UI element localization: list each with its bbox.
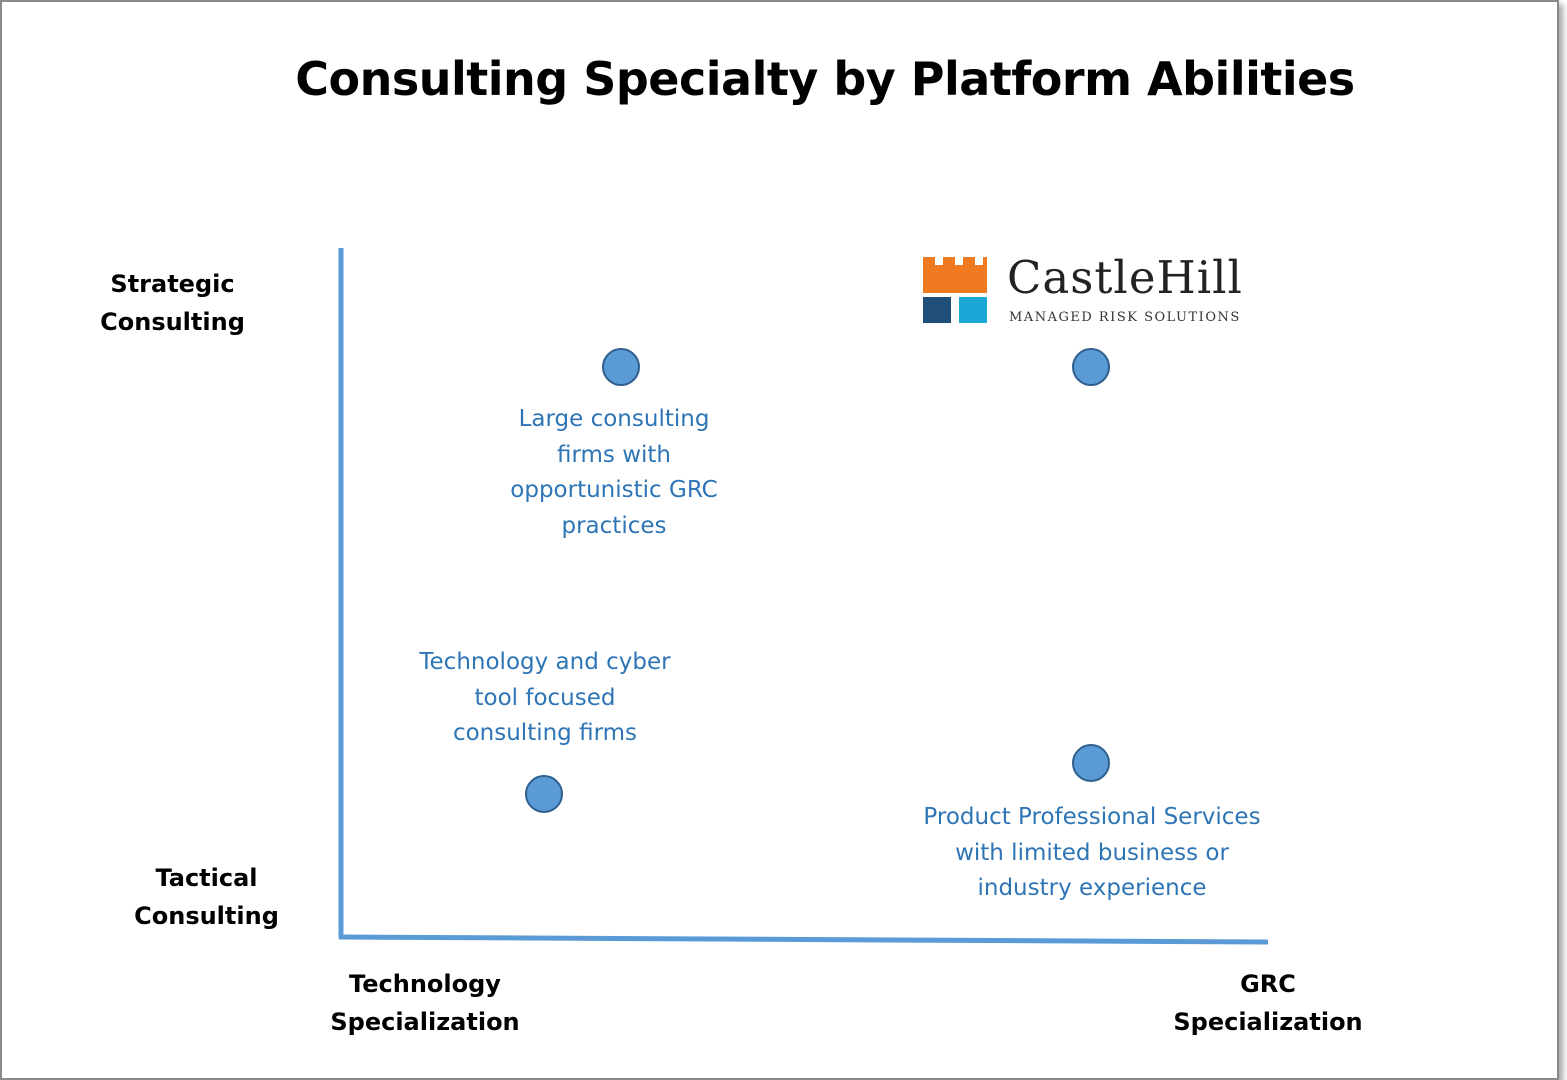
y-axis-top-label-line2: Consulting xyxy=(100,308,245,336)
x-axis-left-label: Technology Specialization xyxy=(325,965,525,1041)
top-left-dot xyxy=(602,348,640,386)
bottom-left-text-line: Technology and cyber xyxy=(419,649,671,675)
y-axis-bottom-label-line1: Tactical xyxy=(155,864,258,892)
top-left-text-line: practices xyxy=(561,512,667,539)
top-left-quadrant-text: Large consulting firms with opportunisti… xyxy=(464,402,764,544)
y-axis-top-label: Strategic Consulting xyxy=(100,265,245,341)
top-left-text-line: opportunistic GRC xyxy=(510,477,718,503)
bottom-left-dot xyxy=(525,775,563,813)
bottom-right-text-line: with limited business or xyxy=(955,839,1229,866)
top-left-text-line: firms with xyxy=(556,441,672,468)
bottom-right-text-line: industry experience xyxy=(977,875,1207,901)
bottom-right-quadrant-text: Product Professional Services with limit… xyxy=(892,800,1292,907)
x-axis-right-label-line2: Specialization xyxy=(1173,1008,1363,1036)
castlehill-logo: CastleHill MANAGED RISK SOLUTIONS xyxy=(921,251,1261,330)
bottom-left-quadrant-text: Technology and cyber tool focused consul… xyxy=(395,645,695,752)
bottom-left-text-line: tool focused xyxy=(474,684,616,711)
bottom-left-text-line: consulting firms xyxy=(452,720,638,746)
logo-name: CastleHill xyxy=(1007,251,1243,304)
x-axis-right-label-line1: GRC xyxy=(1240,970,1296,998)
logo-tagline: MANAGED RISK SOLUTIONS xyxy=(1009,310,1241,325)
top-left-text-line: Large consulting xyxy=(518,406,710,432)
x-axis-left-label-line2: Specialization xyxy=(330,1008,520,1036)
y-axis-bottom-label: Tactical Consulting xyxy=(130,859,283,935)
bottom-right-text-line: Product Professional Services xyxy=(923,804,1261,830)
y-axis-bottom-label-line2: Consulting xyxy=(134,902,279,930)
x-axis-line xyxy=(338,934,1269,945)
page-title: Consulting Specialty by Platform Abiliti… xyxy=(295,52,1355,106)
y-axis-top-label-line1: Strategic xyxy=(110,270,235,298)
top-right-dot xyxy=(1072,348,1110,386)
castle-icon xyxy=(923,257,987,323)
bottom-right-dot xyxy=(1072,744,1110,782)
x-axis-left-label-line1: Technology xyxy=(349,970,501,998)
x-axis-right-label: GRC Specialization xyxy=(1168,965,1368,1041)
